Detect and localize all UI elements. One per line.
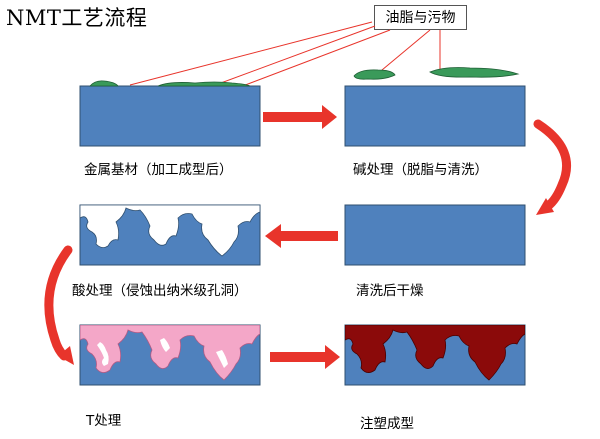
step-1-metal-substrate [79,80,261,147]
arrow-step3-to-step4 [265,224,338,248]
step-4-label: 酸处理（侵蚀出纳米级孔洞） [72,283,248,299]
resin-layer [345,325,525,381]
arrow-step5-to-step6 [270,345,340,369]
grease-blob [89,80,119,87]
t-pore-cavity [97,342,109,366]
step-2-label: 碱处理（脱脂与清洗） [353,162,488,178]
grease-blob [353,69,396,80]
step-6-label: 注塑成型 [360,416,414,432]
arrow-step1-to-step2 [263,105,337,129]
diagram-title: NMT工艺流程 [6,6,148,30]
step-4-acid-etch [79,204,261,266]
callout-pointers [129,21,441,88]
etched-pores [80,205,260,257]
grease-callout-box: 油脂与污物 [374,5,467,30]
step-3-dried [344,204,526,266]
step-2-alkali-treatment [344,67,526,147]
t-pore-cavity [216,350,228,368]
step-6-injection-molding [344,324,526,386]
t-pore-cavity [160,338,170,352]
t-treatment-layer [80,325,260,381]
grease-blob [157,81,251,87]
arrow-step2-to-step3 [533,119,571,215]
step-5-t-treatment [79,324,261,386]
step-5-label: T处理 [86,413,122,429]
step-3-label: 清洗后干燥 [356,283,424,299]
arrow-step4-to-step5 [44,245,74,365]
grease-blob [429,67,520,78]
step-1-label: 金属基材（加工成型后） [84,162,233,178]
